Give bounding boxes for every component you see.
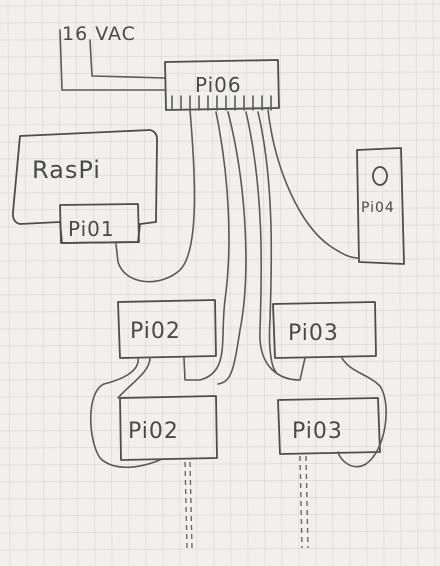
cables xyxy=(115,109,359,385)
grid-line-vertical xyxy=(432,0,436,566)
grid-line-vertical xyxy=(296,0,300,566)
grid-line-vertical xyxy=(211,0,215,566)
loop-pi02-inner xyxy=(117,357,151,399)
grid-line-vertical xyxy=(7,0,11,566)
grid-line-horizontal xyxy=(0,411,440,415)
pi03-top-label: Pi03 xyxy=(288,321,339,346)
grid-line-vertical xyxy=(109,0,113,566)
grid-line-vertical xyxy=(245,0,249,566)
grid-line-vertical xyxy=(279,0,283,566)
pi01-box xyxy=(59,203,140,244)
pi02-bottom-label: Pi02 xyxy=(128,419,179,444)
grid-line-horizontal xyxy=(0,258,440,262)
grid-line-vertical xyxy=(92,0,96,566)
pi04-label: Pi04 xyxy=(361,200,395,216)
grid-line-horizontal xyxy=(0,20,440,24)
cable-hub-to-pi01 xyxy=(115,109,196,283)
grid-line-horizontal xyxy=(0,139,440,143)
grid-line-horizontal xyxy=(0,496,440,500)
grid-line-vertical xyxy=(177,0,181,566)
cable-hub-to-pi02-b xyxy=(217,111,247,385)
pi01-label: Pi01 xyxy=(68,217,115,241)
pi02-bottom-box xyxy=(119,395,218,461)
grid-line-vertical xyxy=(228,0,232,566)
grid-line-horizontal xyxy=(0,3,440,7)
pi04-box xyxy=(356,147,405,265)
grid-line-horizontal xyxy=(0,462,440,466)
grid-line-vertical xyxy=(41,0,45,566)
pi04-led-icon xyxy=(372,166,388,186)
grid-line-vertical xyxy=(75,0,79,566)
grid-line-vertical xyxy=(364,0,368,566)
grid-line-horizontal xyxy=(0,71,440,75)
grid-line-horizontal xyxy=(0,530,440,534)
grid-line-horizontal xyxy=(0,377,440,381)
grid-line-vertical xyxy=(160,0,164,566)
grid-line-vertical xyxy=(415,0,419,566)
pi03-bottom-label: Pi03 xyxy=(292,419,343,444)
cable-hub-to-pi02-a xyxy=(183,111,230,381)
grid-line-horizontal xyxy=(0,207,440,211)
grid-line-horizontal xyxy=(0,428,440,432)
pi02-top-label: Pi02 xyxy=(130,319,181,344)
pi03-continuation-dashes xyxy=(299,455,309,549)
grid-line-horizontal xyxy=(0,224,440,228)
pi02-top-box xyxy=(117,299,217,359)
grid-line-horizontal xyxy=(0,122,440,126)
pi03-bottom-box xyxy=(277,397,381,455)
grid-line-vertical xyxy=(330,0,334,566)
grid-line-horizontal xyxy=(0,190,440,194)
grid-line-horizontal xyxy=(0,275,440,279)
grid-line-horizontal xyxy=(0,513,440,517)
grid-line-horizontal xyxy=(0,54,440,58)
loop-pi02 xyxy=(89,357,161,469)
power-feed-line xyxy=(59,29,166,91)
grid-line-vertical xyxy=(398,0,402,566)
pi03-top-box xyxy=(272,301,377,359)
grid-line-horizontal xyxy=(0,156,440,160)
grid-line-horizontal xyxy=(0,479,440,483)
raspi-label: RasPi xyxy=(32,156,101,184)
grid-line-vertical xyxy=(347,0,351,566)
grid-line-vertical xyxy=(194,0,198,566)
grid-line-vertical xyxy=(58,0,62,566)
grid-line-vertical xyxy=(143,0,147,566)
grid-line-vertical xyxy=(313,0,317,566)
grid-line-vertical xyxy=(262,0,266,566)
grid-line-vertical xyxy=(24,0,28,566)
grid-line-vertical xyxy=(126,0,130,566)
grid-line-horizontal xyxy=(0,292,440,296)
grid-line-horizontal xyxy=(0,445,440,449)
grid-line-horizontal xyxy=(0,105,440,109)
hub-label: Pi06 xyxy=(195,73,242,97)
power-label: 16 VAC xyxy=(62,23,136,45)
hub-box xyxy=(164,59,280,111)
grid-line-horizontal xyxy=(0,394,440,398)
grid-line-horizontal xyxy=(0,309,440,313)
grid-line-horizontal xyxy=(0,326,440,330)
grid-line-horizontal xyxy=(0,173,440,177)
grid-line-horizontal xyxy=(0,37,440,41)
cable-hub-to-pi03-a xyxy=(245,111,306,381)
cable-hub-to-pi04 xyxy=(267,109,359,259)
grid-line-horizontal xyxy=(0,547,440,551)
grid-line-vertical xyxy=(381,0,385,566)
loop-pi03 xyxy=(337,357,387,468)
grid-line-horizontal xyxy=(0,343,440,347)
pi02-continuation-dashes xyxy=(184,461,193,549)
cable-hub-to-pi03-b xyxy=(257,111,277,373)
hub-connector-pins xyxy=(171,95,272,111)
